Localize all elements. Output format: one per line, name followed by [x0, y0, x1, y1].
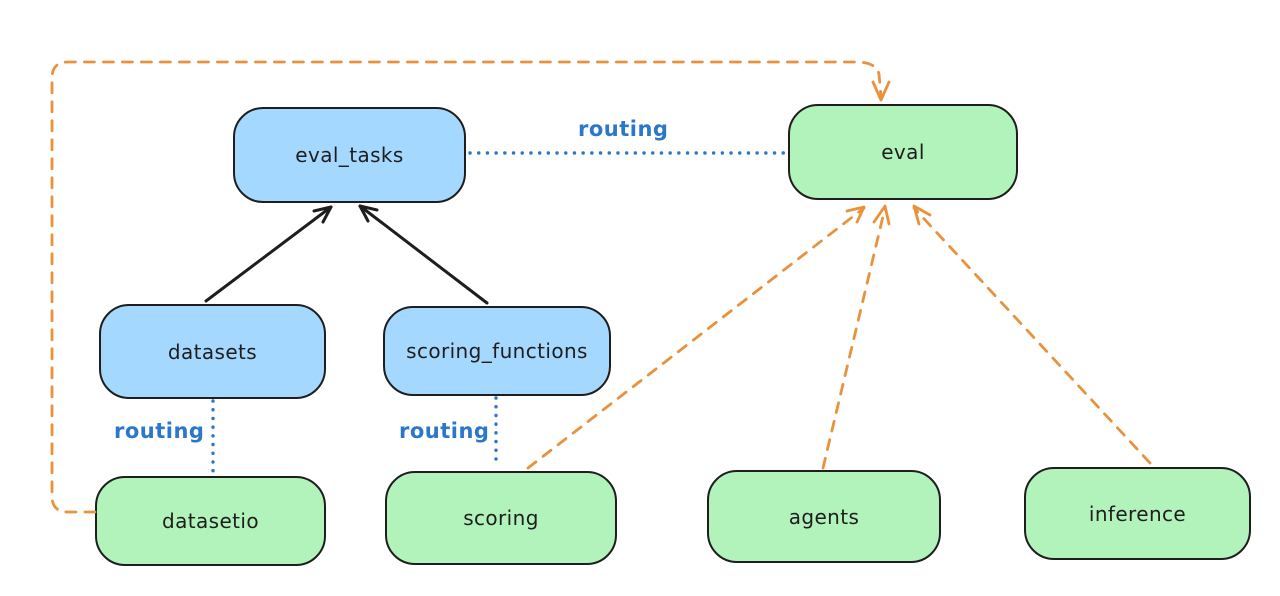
- node-eval_tasks: eval_tasks: [233, 107, 466, 203]
- edge-inference-to-eval: [912, 204, 1152, 465]
- node-scoring_functions-label: scoring_functions: [406, 339, 588, 363]
- node-agents: agents: [707, 470, 941, 563]
- node-scoring-label: scoring: [463, 506, 539, 530]
- node-datasets-label: datasets: [167, 339, 258, 364]
- node-datasetio-label: datasetio: [161, 509, 259, 533]
- node-inference: inference: [1024, 467, 1251, 560]
- arrowhead-datasets-to-eval_tasks: [312, 205, 333, 224]
- arrowhead-datasetio-to-eval: [871, 80, 891, 102]
- edge-agents-to-eval: [821, 204, 891, 470]
- arrowhead-scoring_functions-to-eval_tasks: [358, 204, 379, 223]
- edge-datasetio-to-eval: [50, 60, 891, 514]
- node-agents-label: agents: [788, 504, 860, 529]
- arrowhead-agents-to-eval: [872, 204, 891, 226]
- edge-label-routing-datasets-datasetio: routing: [114, 419, 205, 443]
- node-datasets: datasets: [99, 304, 326, 399]
- edge-label-routing-scoring_functions-scoring: routing: [399, 419, 490, 443]
- node-scoring_functions: scoring_functions: [383, 306, 611, 396]
- arrowhead-inference-to-eval: [912, 204, 932, 226]
- node-eval-label: eval: [881, 140, 925, 164]
- arrowhead-scoring-to-eval: [845, 205, 866, 224]
- node-datasetio: datasetio: [95, 476, 326, 566]
- edge-datasets-to-eval_tasks: [204, 205, 333, 303]
- node-eval: eval: [788, 104, 1018, 200]
- node-scoring: scoring: [385, 471, 617, 565]
- edge-scoring_functions-to-eval_tasks: [358, 204, 489, 305]
- node-inference-label: inference: [1088, 501, 1187, 526]
- node-eval_tasks-label: eval_tasks: [295, 143, 404, 167]
- edge-label-routing-eval_tasks-eval: routing: [578, 117, 669, 141]
